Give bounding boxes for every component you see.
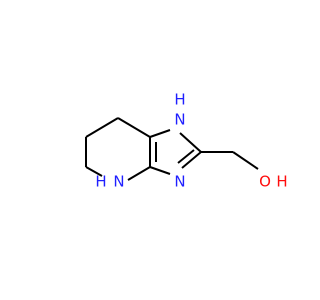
atom-h-top: H	[174, 91, 185, 109]
atom-labels: H N N H N O H	[95, 91, 287, 191]
bond-c2-n3-inner	[177, 149, 195, 164]
molecule-canvas: H N N H N O H	[85, 90, 288, 191]
bond-n3-c3a	[149, 166, 171, 175]
atom-h-o: H	[276, 173, 287, 191]
bond-c7-c6	[85, 117, 119, 138]
bond-c2-n3	[181, 151, 202, 169]
bond-network	[85, 117, 259, 181]
atom-n-bottom-left: N	[113, 173, 124, 191]
atom-n-top: N	[174, 111, 185, 129]
atom-o: O	[259, 173, 271, 191]
bond-c5-c4	[85, 166, 103, 177]
bond-c7a-c7	[117, 117, 151, 138]
molecule-structure: H N N H N O H	[85, 91, 288, 191]
bond-c7a-n1	[149, 129, 171, 138]
bond-n1-c2	[179, 132, 202, 153]
atom-n-ring: N	[174, 173, 185, 191]
atom-h-bottom-left: H	[95, 173, 106, 191]
bond-c3a-n4	[127, 166, 151, 181]
bond-c8-o	[232, 151, 259, 170]
